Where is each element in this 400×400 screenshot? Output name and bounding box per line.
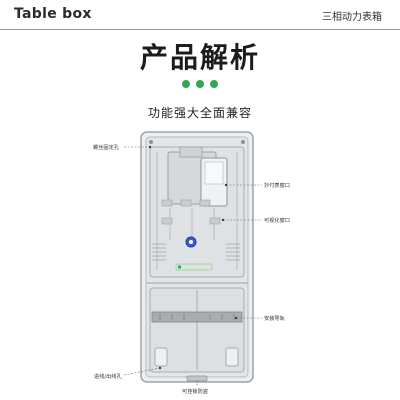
callout-screw-hole: 螺丝固定孔 xyxy=(93,143,120,151)
terminal-blocks xyxy=(161,199,221,225)
dot-divider xyxy=(0,80,400,88)
callout-install-rail: 安装导轨 xyxy=(264,314,285,322)
callout-cable-inlet: 进线/出线孔 xyxy=(94,372,122,380)
dot xyxy=(182,80,190,88)
din-rail xyxy=(151,311,243,323)
header-divider xyxy=(0,29,400,30)
section-title: 产品解析 xyxy=(139,41,260,74)
meter-box-diagram: 螺丝固定孔 抄付表窗口 可视化窗口 安装导轨 进线/出线孔 可挂锁防盗 xyxy=(93,131,290,395)
product-type-label: 三相动力表箱 xyxy=(322,12,382,23)
box-logo-icon xyxy=(178,265,181,269)
dot xyxy=(210,80,218,88)
callout-visual-window: 可视化窗口 xyxy=(264,216,290,224)
brand-title: Table box xyxy=(14,6,92,22)
vent-grille-left xyxy=(152,243,166,261)
callout-lines xyxy=(123,146,262,386)
dot xyxy=(196,80,204,88)
callout-dots xyxy=(148,145,238,370)
seal-center xyxy=(189,240,193,244)
din-rail-slots xyxy=(159,314,235,320)
callout-meter-window: 抄付表窗口 xyxy=(264,181,290,189)
screw-hole-icon xyxy=(149,140,153,144)
callout-anti-theft-lock: 可挂锁防盗 xyxy=(182,387,208,395)
screw-hole-icon xyxy=(241,140,245,144)
reading-window-pane xyxy=(204,161,224,185)
header: Table box 三相动力表箱 xyxy=(0,0,400,32)
cable-holes xyxy=(154,347,239,367)
meter-top-tab xyxy=(179,146,203,158)
box-logo-plate xyxy=(175,263,213,271)
feature-text: 功能强大全面兼容 xyxy=(147,106,252,120)
vent-grille-right xyxy=(226,243,240,261)
